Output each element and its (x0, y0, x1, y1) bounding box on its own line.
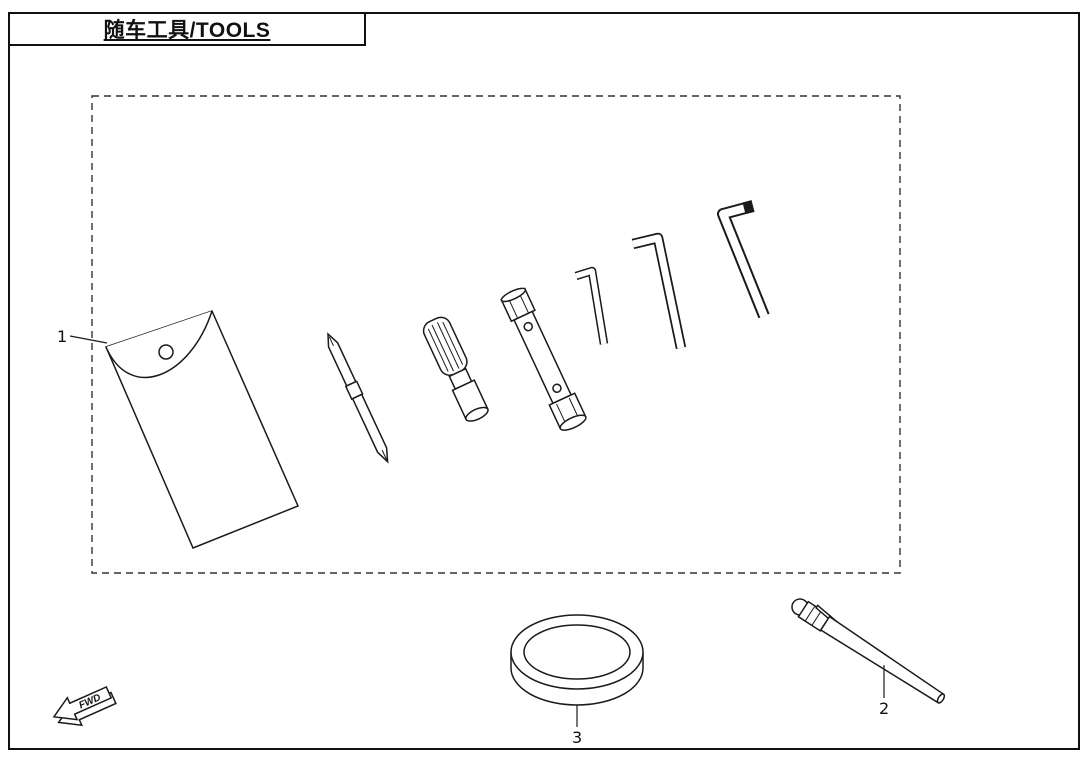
spark-plug-wrench (500, 287, 587, 431)
fwd-arrow-body (52, 685, 113, 721)
title-box: 随车工具/TOOLS (8, 12, 366, 46)
fwd-arrow: FWD (52, 685, 117, 727)
hex-key-thread-tip (742, 200, 755, 215)
part-label-1: 1 (57, 327, 67, 346)
toolkit-boundary (91, 95, 901, 574)
hex-key-large (717, 200, 770, 319)
part-label-3: 3 (572, 728, 582, 747)
ring-seal (510, 614, 644, 706)
screwdriver-bit (327, 332, 389, 464)
page-title: 随车工具/TOOLS (103, 19, 271, 42)
page-border (8, 12, 1080, 750)
part-label-2: 2 (879, 699, 889, 718)
hex-key-medium (631, 232, 687, 350)
tire-pressure-gauge (791, 598, 946, 704)
part-1-leader (69, 335, 108, 344)
hex-key-small (574, 266, 609, 345)
screwdriver-handle (422, 316, 489, 422)
tool-pouch (104, 310, 299, 549)
